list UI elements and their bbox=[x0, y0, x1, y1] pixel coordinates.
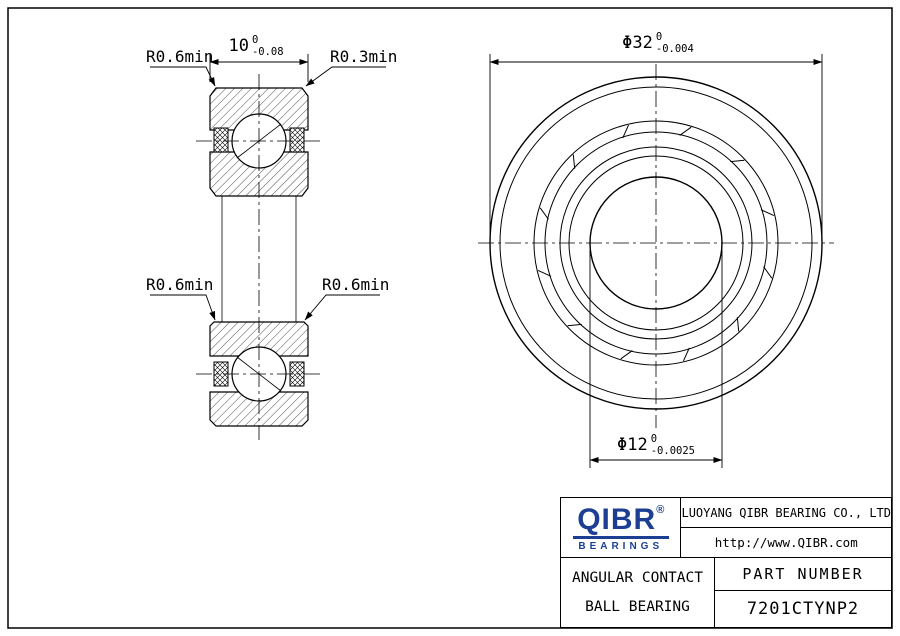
bore-diameter-upper-tolerance: 0 bbox=[650, 433, 658, 445]
sheet-border bbox=[7, 7, 893, 629]
cage-section bbox=[289, 127, 305, 153]
radius-callout-top-right: R0.3min bbox=[330, 47, 398, 66]
part-number-label: PART NUMBER bbox=[715, 558, 891, 591]
bore-diameter-dimension-lines bbox=[589, 250, 723, 468]
radius-callout-leaders bbox=[150, 66, 386, 321]
cage-section bbox=[213, 127, 229, 153]
product-description: ANGULAR CONTACT BALL BEARING bbox=[561, 558, 715, 627]
outer-diameter-upper-tolerance: 0 bbox=[655, 31, 663, 43]
bore-diameter-lower-tolerance: -0.0025 bbox=[650, 445, 695, 458]
cage-pocket-marks bbox=[537, 124, 775, 362]
width-dimension-upper-tolerance: 0 bbox=[251, 34, 259, 46]
bore-diameter-label: Φ12 0 -0.0025 bbox=[617, 433, 695, 457]
radius-callout-mid-right: R0.6min bbox=[322, 275, 390, 294]
outer-diameter-value: Φ32 bbox=[622, 33, 653, 54]
width-dimension-lower-tolerance: -0.08 bbox=[251, 46, 284, 59]
inner-ring-top-section bbox=[209, 151, 309, 197]
company-name: LUOYANG QIBR BEARING CO., LTD bbox=[681, 498, 891, 528]
company-logo: QIBR® BEARINGS bbox=[561, 498, 682, 557]
section-view bbox=[196, 74, 322, 440]
front-view bbox=[478, 64, 834, 428]
radius-callout-top-left: R0.6min bbox=[146, 47, 214, 66]
outer-diameter-label: Φ32 0 -0.004 bbox=[622, 31, 694, 55]
title-block: QIBR® BEARINGS LUOYANG QIBR BEARING CO.,… bbox=[560, 497, 892, 628]
part-number: 7201CTYNP2 bbox=[746, 598, 860, 619]
product-line-1: ANGULAR CONTACT bbox=[572, 570, 703, 587]
product-line-2: BALL BEARING bbox=[585, 598, 690, 615]
outer-diameter-lower-tolerance: -0.004 bbox=[655, 43, 694, 56]
radius-callout-mid-left: R0.6min bbox=[146, 275, 214, 294]
width-dimension-value: 10 bbox=[228, 36, 249, 57]
width-dimension-label: 10 0 -0.08 bbox=[228, 34, 283, 58]
company-website: http://www.QIBR.com bbox=[714, 535, 858, 550]
registered-trademark-icon: ® bbox=[656, 504, 665, 517]
logo-text: QIBR bbox=[577, 503, 657, 537]
logo-subtitle: BEARINGS bbox=[578, 540, 664, 552]
bore-diameter-value: Φ12 bbox=[617, 435, 648, 456]
outer-diameter-dimension-lines bbox=[489, 54, 823, 236]
logo-underline bbox=[572, 536, 669, 539]
